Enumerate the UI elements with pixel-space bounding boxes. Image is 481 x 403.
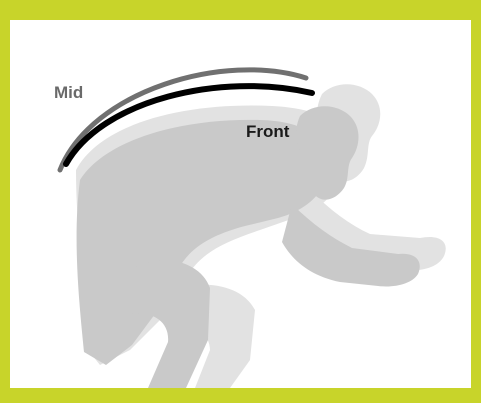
mid-label: Mid — [54, 84, 83, 101]
illustration-panel: Mid Front — [10, 20, 471, 388]
rider-illustration — [10, 20, 471, 388]
front-label: Front — [246, 123, 289, 140]
